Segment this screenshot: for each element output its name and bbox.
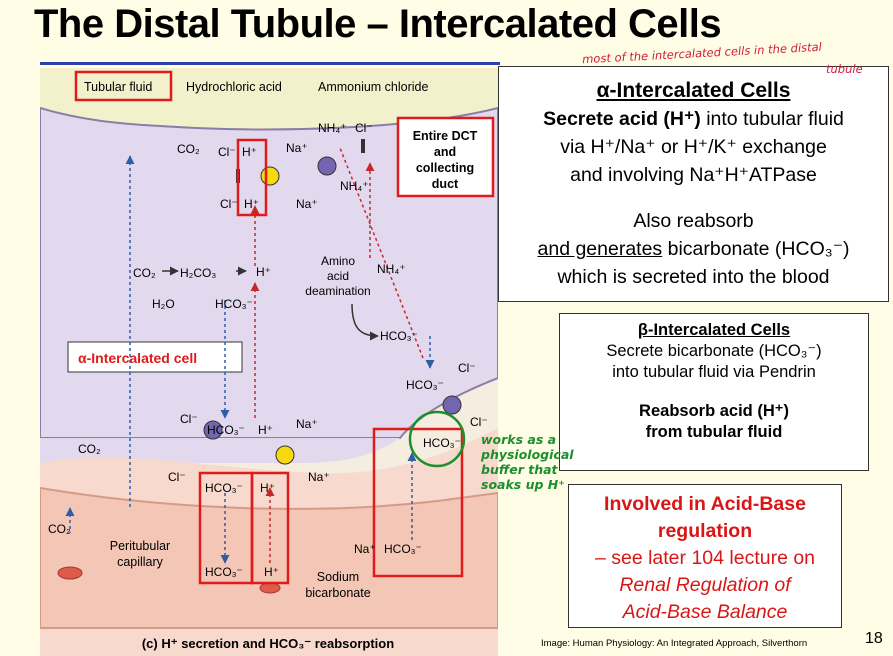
na-label: Na⁺ xyxy=(296,197,318,211)
co2-label: CO₂ xyxy=(78,442,101,456)
antiporter-pendrin xyxy=(442,395,462,415)
acid-box-line1: Involved in Acid-Base xyxy=(604,493,806,515)
acid-box-line5: Acid-Base Balance xyxy=(622,601,788,623)
co2-label: CO₂ xyxy=(177,142,200,156)
na-label: Na⁺ xyxy=(286,141,308,155)
peritubular-label: Peritubular xyxy=(110,539,170,553)
red-blood-cell xyxy=(259,582,281,594)
h-label: H⁺ xyxy=(242,145,257,159)
alpha-intercalated-info-box: α-Intercalated Cells Secrete acid (H⁺) i… xyxy=(498,66,889,302)
red-blood-cell xyxy=(57,566,83,580)
acid-box-line3: – see later 104 lecture on xyxy=(594,547,816,569)
antiporter-cl-h xyxy=(260,166,280,186)
slide-title: The Distal Tubule – Intercalated Cells xyxy=(34,2,722,46)
cl-label: Cl⁻ xyxy=(168,470,186,484)
h2co3-label: H₂CO₃ xyxy=(180,266,216,280)
cl-label: Cl⁻ xyxy=(220,197,238,211)
cl-label: Cl⁻ xyxy=(218,145,236,159)
beta-box-line1: Secrete bicarbonate (HCO₃⁻) xyxy=(606,342,822,360)
symporter-na-hco3 xyxy=(275,445,295,465)
buffer-circle xyxy=(408,410,466,468)
cl-label: Cl⁻ xyxy=(180,412,198,426)
acid-base-info-box: Involved in Acid-Base regulation – see l… xyxy=(568,484,842,628)
cl-pathway-arrow xyxy=(339,147,424,359)
beta-box-title: β-Intercalated Cells xyxy=(637,321,791,339)
h2o-label: H₂O xyxy=(152,297,175,311)
hco3-label: HCO₃⁻ xyxy=(423,436,461,450)
alpha-box-line3: and involving Na⁺H⁺ATPase xyxy=(570,164,817,186)
antiporter-cl-hco3 xyxy=(203,420,223,440)
h-label: H⁺ xyxy=(260,481,275,495)
h-label: H⁺ xyxy=(244,197,259,211)
amino-label: Amino xyxy=(321,254,355,268)
ammonium-chloride-label: Ammonium chloride xyxy=(318,80,429,94)
alpha-box-line5: bicarbonate (HCO₃⁻) xyxy=(662,238,850,260)
entire-dct-label: Entire DCT xyxy=(413,129,478,143)
entire-dct-label: duct xyxy=(432,177,459,191)
h-label: H⁺ xyxy=(256,265,271,279)
alpha-box-line2: via H⁺/Na⁺ or H⁺/K⁺ exchange xyxy=(560,136,827,158)
title-rule xyxy=(40,62,500,65)
na-label: Na⁺ xyxy=(308,470,330,484)
alpha-box-line1-bold: Secrete acid (H⁺) xyxy=(543,108,701,130)
tubular-fluid-label: Tubular fluid xyxy=(84,80,152,94)
hco3-label: HCO₃⁻ xyxy=(207,423,245,437)
cell-label: α-Intercalated cell xyxy=(78,350,197,366)
nh4-label: NH₄⁺ xyxy=(377,262,406,276)
hco3-label: HCO₃⁻ xyxy=(215,297,253,311)
nh4-label: NH₄⁺ xyxy=(318,121,347,135)
hco3-label: HCO₃⁻ xyxy=(384,542,422,556)
deamination-arrow xyxy=(351,303,379,341)
cell-label-box xyxy=(67,341,243,373)
highlight-entire-dct xyxy=(396,116,495,198)
co2-label: CO₂ xyxy=(48,522,71,536)
beta-box-line3: Reabsorb acid (H⁺) xyxy=(639,402,789,420)
cl-label: Cl⁻ xyxy=(470,415,488,429)
acid-box-line2: regulation xyxy=(657,520,753,542)
alpha-box-line5-underline: and generates xyxy=(537,238,663,260)
intercalated-cell-diagram: Tubular fluid Hydrochloric acid Ammonium… xyxy=(40,68,498,656)
hco3-label: HCO₃⁻ xyxy=(205,565,243,579)
h-label: H⁺ xyxy=(258,423,273,437)
na-label: Na⁺ xyxy=(354,542,376,556)
sodium-bicarbonate-label: Sodium xyxy=(317,570,359,584)
highlight-h-secretion xyxy=(236,138,268,217)
handwritten-annotation-top-2: tubule xyxy=(826,62,863,76)
tubular-fluid-region xyxy=(40,68,498,131)
co2-label: CO₂ xyxy=(133,266,156,280)
channel-block xyxy=(361,139,365,153)
alpha-box-line6: which is secreted into the blood xyxy=(557,266,830,288)
image-credit: Image: Human Physiology: An Integrated A… xyxy=(541,638,808,649)
hco3-label: HCO₃⁻ xyxy=(380,329,418,343)
cl-label: Cl⁻ xyxy=(355,121,373,135)
beta-box-line2: into tubular fluid via Pendrin xyxy=(612,363,816,381)
peritubular-capillary xyxy=(40,486,498,629)
alpha-box-line1: into tubular fluid xyxy=(700,108,844,130)
alpha-box-line4: Also reabsorb xyxy=(633,210,754,232)
hco3-label: HCO₃⁻ xyxy=(406,378,444,392)
acid-box-line4: Renal Regulation of xyxy=(619,574,791,596)
amino-label: acid xyxy=(327,269,349,283)
sodium-bicarbonate-label: bicarbonate xyxy=(305,586,370,600)
cl-label: Cl⁻ xyxy=(458,361,476,375)
na-label: Na⁺ xyxy=(296,417,318,431)
entire-dct-label: and xyxy=(434,145,456,159)
figure-caption: (c) H⁺ secretion and HCO₃⁻ reabsorption xyxy=(142,636,394,651)
nh4-label: NH₄⁺ xyxy=(340,179,369,193)
highlight-tubular-fluid xyxy=(74,70,173,102)
highlight-h-reabsorption xyxy=(250,471,290,585)
entire-dct-label: collecting xyxy=(416,161,474,175)
page-number: 18 xyxy=(865,630,883,647)
peritubular-label: capillary xyxy=(117,555,164,569)
alpha-box-title: α-Intercalated Cells xyxy=(596,79,791,102)
hco3-label: HCO₃⁻ xyxy=(205,481,243,495)
highlight-beta-path xyxy=(372,427,464,578)
beta-box-line4: from tubular fluid xyxy=(645,423,783,441)
hydrochloric-acid-label: Hydrochloric acid xyxy=(186,80,282,94)
h-label: H⁺ xyxy=(264,565,279,579)
beta-intercalated-info-box: β-Intercalated Cells Secrete bicarbonate… xyxy=(559,313,869,471)
antiporter-na-nh4 xyxy=(317,156,337,176)
handwritten-annotation-buffer: works as a physiological buffer that soa… xyxy=(481,432,574,492)
amino-label: deamination xyxy=(305,284,370,298)
